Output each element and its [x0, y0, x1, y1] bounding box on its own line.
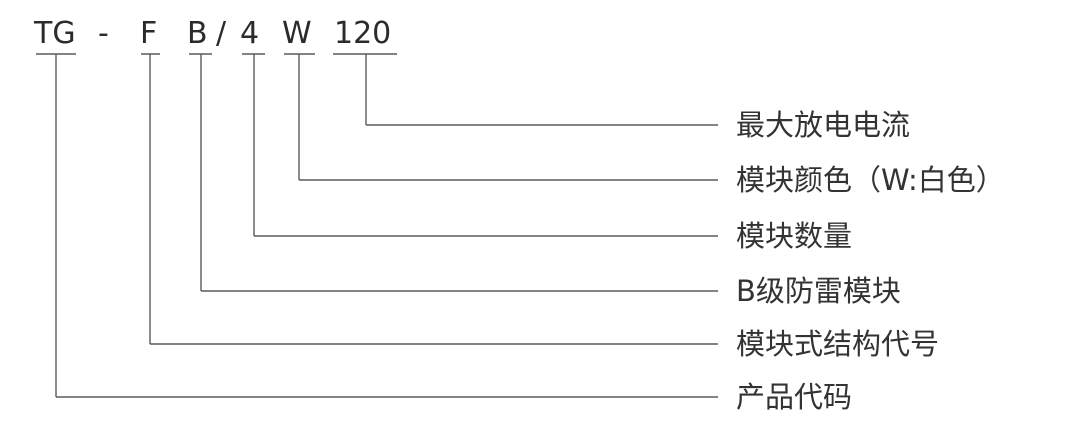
label-module-count: 模块数量	[736, 219, 853, 253]
code-segment-4: 4	[240, 16, 260, 51]
code-segment-b: B	[187, 16, 208, 51]
code-segment-120: 120	[334, 16, 392, 51]
label-max-discharge-current: 最大放电电流	[736, 108, 911, 142]
label-class-b-module: B级防雷模块	[736, 274, 901, 308]
label-modular-structure-code: 模块式结构代号	[736, 327, 940, 361]
code-segment-slash: /	[216, 16, 227, 51]
label-product-code: 产品代码	[736, 380, 853, 414]
label-module-color: 模块颜色（W:白色）	[736, 163, 1005, 197]
code-segment-dash: -	[98, 16, 109, 51]
code-segment-f: F	[140, 16, 158, 51]
code-segment-w: W	[282, 16, 312, 51]
code-segment-tg: TG	[34, 16, 76, 51]
